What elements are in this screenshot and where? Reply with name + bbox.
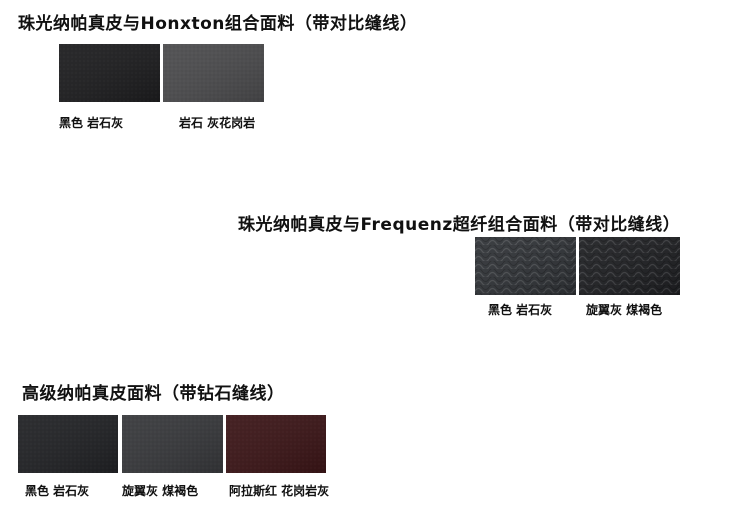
swatch-label: 黑色 岩石灰 <box>25 484 90 498</box>
swatch-label: 旋翼灰 煤褐色 <box>586 303 663 317</box>
swatch-label: 旋翼灰 煤褐色 <box>122 484 199 498</box>
swatch-label: 岩石 灰花岗岩 <box>179 116 256 130</box>
swatch-black-rock-grey[interactable] <box>59 44 160 102</box>
swatch-label: 黑色 岩石灰 <box>59 116 124 130</box>
swatch-label: 阿拉斯红 花岗岩灰 <box>229 484 330 498</box>
swatch-black-rock-grey[interactable] <box>18 415 118 473</box>
swatch-label: 黑色 岩石灰 <box>488 303 553 317</box>
swatch-rotor-grey-coal-brown[interactable] <box>122 415 223 473</box>
section-title: 珠光纳帕真皮与Frequenz超纤组合面料（带对比缝线） <box>238 215 681 235</box>
section-title: 高级纳帕真皮面料（带钻石缝线） <box>22 384 285 404</box>
swatch-rock-granite-grey[interactable] <box>163 44 264 102</box>
section-title: 珠光纳帕真皮与Honxton组合面料（带对比缝线） <box>18 14 418 34</box>
swatch-black-rock-grey[interactable] <box>475 237 576 295</box>
swatch-rotor-grey-coal-brown[interactable] <box>579 237 680 295</box>
swatch-alaska-red-granite-grey[interactable] <box>226 415 326 473</box>
